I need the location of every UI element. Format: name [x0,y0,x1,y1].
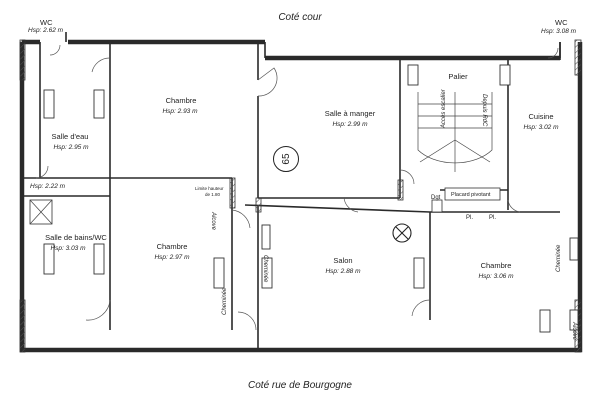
fixtures [29,187,501,225]
top-side-label: Coté cour [278,12,322,23]
chambre-2-height: Hsp: 2.97 m [154,254,190,261]
alcove-right-label: Alcove [571,322,577,341]
wc-right-height: Hsp: 3.08 m [541,28,577,35]
chambre-1-height: Hsp: 2.93 m [162,108,198,115]
chambre-2-name: Chambre [156,242,188,251]
salon-name: Salon [333,256,353,265]
wc-left-height: Hsp: 2.62 m [28,27,64,34]
chambre-3-name: Chambre [480,261,512,270]
salle-eau-height: Hsp: 2.95 m [53,144,89,151]
depuis-rdc-label: Depuis RdC [481,94,487,127]
wc-right-name: WC [555,18,568,27]
chambre-3-height: Hsp: 3.06 m [478,273,514,280]
salle-manger-name: Salle à manger [324,109,376,118]
limite-hauteur-label: Limite hauteur [195,186,224,191]
lot-number-badge: 65 [273,146,299,172]
cuisine-name: Cuisine [528,112,554,121]
placard-1-label: Pl. [466,215,474,221]
salle-bains-name: Salle de bains/WC [45,233,107,242]
chambre-1-name: Chambre [165,96,197,105]
cheminee-1-label: Cheminée [222,287,228,315]
cheminee-2-label: Cheminée [262,255,268,283]
cuisine-height: Hsp: 3.02 m [523,124,559,131]
palier-name: Palier [448,72,468,81]
circle-x-symbol [392,223,412,243]
salle-eau-name: Salle d'eau [51,132,89,141]
dgt-label: Dgt [431,195,441,201]
salle-bains-height: Hsp: 3.03 m [50,245,86,252]
salle-manger-height: Hsp: 2.99 m [332,121,368,128]
wc-left-name: WC [40,18,53,27]
limite-hauteur-value: de 1.80 [205,192,221,197]
salon-height: Hsp: 2.88 m [325,268,361,275]
alcove-left-label: Alcove [210,212,216,231]
hall-left-height: Hsp: 2.22 m [30,183,66,190]
windows [43,64,579,333]
cheminee-3-label: Cheminée [556,244,562,272]
placard-2-label: Pl. [489,215,497,221]
staircase [417,92,493,172]
door-swings [35,44,559,331]
acces-escalier-label: Accès escalier [441,89,447,128]
placard-pivotant-label: Placard pivotant [451,192,491,198]
bottom-side-label: Coté rue de Bourgogne [248,380,352,391]
